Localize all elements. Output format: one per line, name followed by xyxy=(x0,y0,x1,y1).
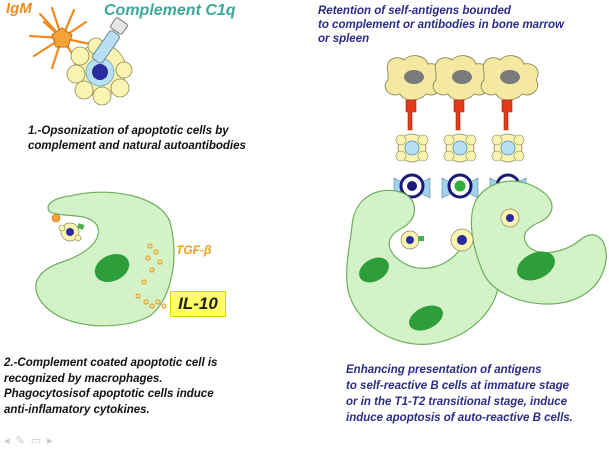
caption-line: or in the T1-T2 transitional stage, indu… xyxy=(346,396,568,408)
caption-line: anti-inflamatory cytokines. xyxy=(4,403,150,416)
cytokine-dots xyxy=(135,243,167,309)
il10-box: IL-10 xyxy=(170,291,226,317)
caption-line: Enhancing presentation of antigens xyxy=(346,364,542,376)
caption-line: or spleen xyxy=(318,33,370,45)
caption-line: Retention of self-antigens bounded xyxy=(318,5,511,17)
caption-line: 1.-Opsonization of apoptotic cells by xyxy=(28,125,229,137)
arrow-left-icon[interactable]: ◂ xyxy=(4,435,16,447)
complement-receptors xyxy=(405,99,513,131)
square-icon[interactable]: ▭ xyxy=(30,435,48,447)
c1q-molecule-icon xyxy=(92,17,128,64)
arrow-right-icon[interactable]: ▸ xyxy=(47,435,59,447)
caption-line: recognized by macrophages. xyxy=(4,372,163,385)
caption-retention: Retention of self-antigens bounded to co… xyxy=(318,4,564,46)
pencil-icon[interactable]: ✎ xyxy=(15,435,31,447)
complement-c1q-label: Complement C1q xyxy=(104,2,236,19)
apoptotic-cell-engulfed xyxy=(51,213,85,242)
apoptotic-cell-top xyxy=(66,37,133,106)
caption-line: 2.-Complement coated apoptotic cell is xyxy=(4,357,218,369)
bound-apoptotic-bodies xyxy=(395,133,525,163)
tgf-beta-label: TGF-β xyxy=(176,243,212,257)
caption-line: to complement or antibodies in bone marr… xyxy=(318,19,564,31)
caption-enhancing: Enhancing presentation of antigens to se… xyxy=(346,362,573,426)
antigen-cells-row xyxy=(384,55,539,101)
igm-pentamer-icon xyxy=(28,6,92,70)
macrophage-left xyxy=(35,191,175,327)
caption-recognition: 2.-Complement coated apoptotic cell is r… xyxy=(4,356,217,418)
caption-line: to self-reactive B cells at immature sta… xyxy=(346,380,570,392)
igm-label: IgM xyxy=(6,0,32,17)
caption-line: Phagocytosisof apoptotic cells induce xyxy=(4,388,214,400)
caption-line: complement and natural autoantibodies xyxy=(28,140,246,152)
macrophage-right-cluster xyxy=(346,180,607,345)
slide-nav: ◂✎▭▸ xyxy=(4,434,59,447)
caption-opsonization: 1.-Opsonization of apoptotic cells by co… xyxy=(28,124,246,154)
caption-line: induce apoptosis of auto-reactive B cell… xyxy=(346,412,573,424)
